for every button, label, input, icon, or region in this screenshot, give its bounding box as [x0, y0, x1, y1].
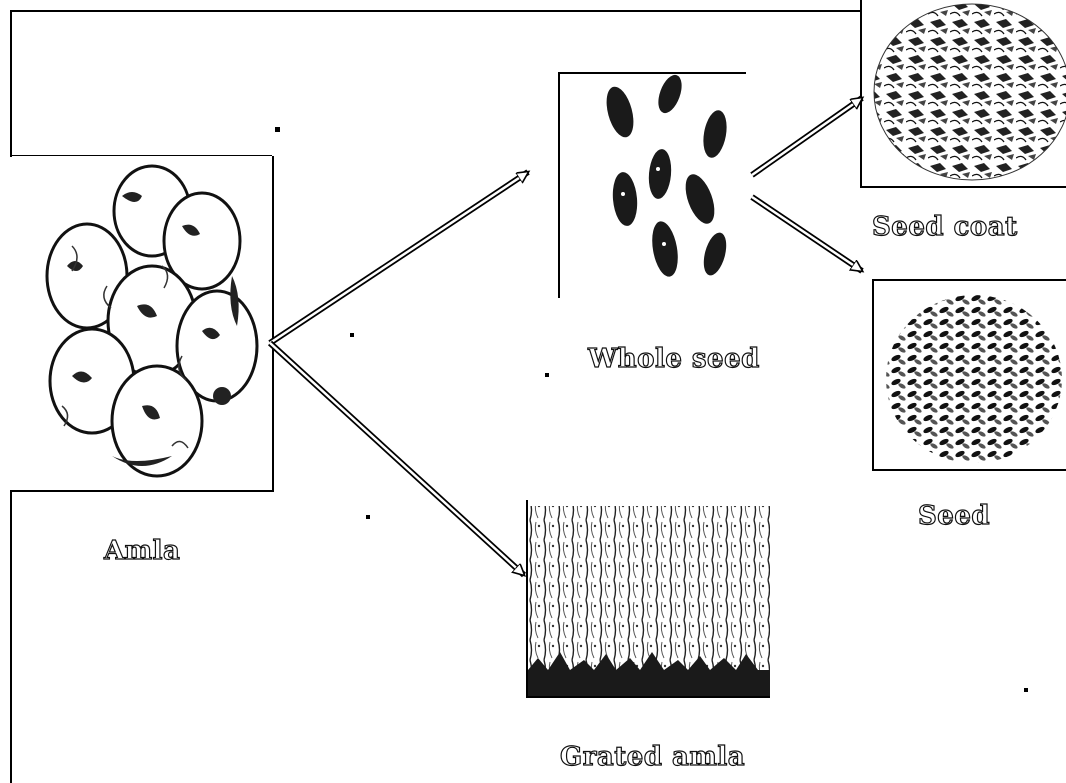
arrow-whole-seed-to-seed	[752, 197, 862, 271]
seed-label: Seed	[918, 501, 990, 531]
scan-speck	[366, 515, 370, 519]
whole-seed-label: Whole seed	[588, 344, 760, 374]
arrow-amla-to-grated-amla	[270, 343, 524, 575]
grated-amla-label: Grated amla	[560, 742, 745, 772]
arrow-amla-to-whole-seed	[270, 172, 528, 343]
scan-speck	[350, 333, 354, 337]
scan-speck	[275, 127, 280, 132]
arrow-whole-seed-to-seed-coat	[752, 98, 862, 175]
scan-speck	[1024, 688, 1028, 692]
scan-speck	[545, 373, 549, 377]
amla-label: Amla	[104, 536, 180, 566]
seed-coat-label: Seed coat	[872, 212, 1018, 242]
